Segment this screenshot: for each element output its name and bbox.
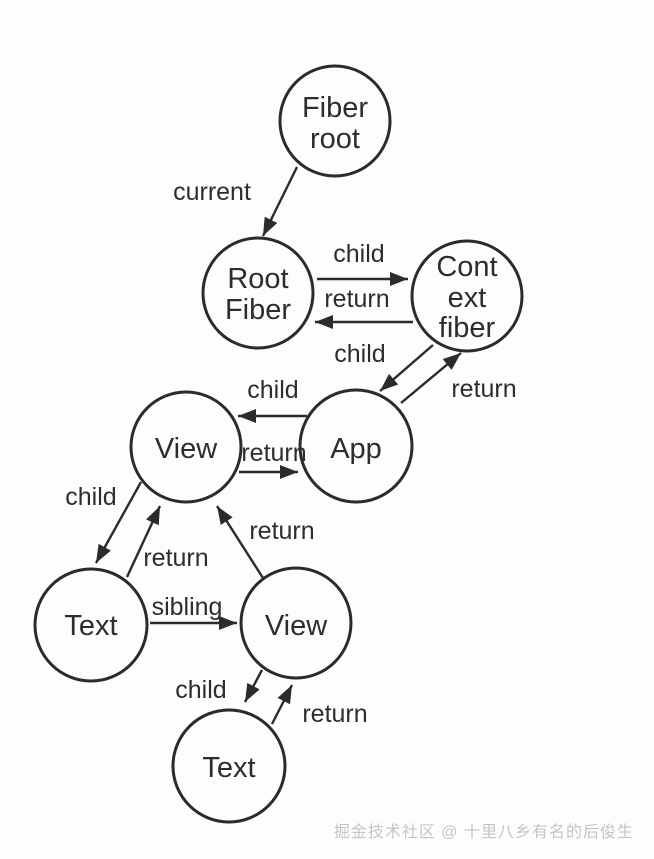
node-label-line: App — [330, 433, 382, 465]
node-label-line: View — [155, 433, 218, 465]
node-label-line: fiber — [439, 312, 496, 344]
edge-current-fiber-root-to-root-fiber: current — [173, 166, 299, 237]
edge-return-context-fiber-to-root-fiber: return — [315, 285, 413, 329]
node-text-1-circle — [33, 567, 149, 683]
node-label-line: Text — [64, 610, 117, 642]
edge-child-view-1-to-text-1: child — [65, 481, 143, 564]
node-label-line: View — [265, 610, 328, 642]
node-label-line: Root — [227, 263, 288, 295]
edge-arrow — [270, 684, 294, 725]
edge-child-app-to-view-1: child — [238, 376, 307, 423]
node-view-2-circle — [239, 566, 353, 680]
edge-return-view-1-to-app: return — [239, 439, 307, 479]
edge-label: return — [143, 544, 208, 572]
edge-label: child — [334, 340, 385, 368]
edge-label: child — [333, 240, 384, 268]
node-label-line: root — [310, 123, 360, 155]
watermark-text: 掘金技术社区 @ 十里八乡有名的后俊生 — [333, 824, 634, 841]
edge-label: current — [173, 178, 251, 206]
edge-child-root-fiber-to-context-fiber: child — [317, 240, 408, 286]
edge-return-app-to-context-fiber: return — [400, 352, 517, 404]
node-app-circle — [298, 388, 414, 504]
edge-return-view-2-to-view-1: return — [215, 505, 315, 579]
node-text-1: Text — [33, 567, 149, 683]
edge-label: child — [175, 676, 226, 704]
node-view-1: View — [129, 390, 243, 504]
node-label-line: Cont — [436, 251, 497, 283]
node-fiber-root-circle — [278, 64, 392, 178]
edge-arrow — [125, 505, 162, 578]
edge-label: return — [249, 517, 314, 545]
edge-arrow — [261, 166, 299, 237]
edge-sibling-text-1-to-view-2: sibling — [150, 593, 237, 630]
edge-label: sibling — [152, 593, 223, 621]
edge-arrow — [243, 669, 264, 703]
edge-child-view-2-to-text-2: child — [175, 669, 264, 704]
node-context-fiber: Cont ext fiber — [410, 239, 524, 353]
node-fiber-root: Fiber root — [278, 64, 392, 178]
edge-arrow — [379, 344, 434, 392]
edge-return-text-2-to-view-2: return — [270, 684, 368, 728]
edge-label: return — [302, 700, 367, 728]
node-context-fiber-circle — [410, 239, 524, 353]
edge-child-context-fiber-to-app: child — [334, 340, 434, 392]
node-label-line: Text — [202, 752, 255, 784]
node-view-1-circle — [129, 390, 243, 504]
edge-label: return — [451, 375, 516, 403]
edge-label: child — [65, 483, 116, 511]
node-label-line: Fiber — [302, 92, 368, 124]
edge-arrow — [94, 481, 143, 564]
edge-label: return — [324, 285, 389, 313]
node-app: App — [298, 388, 414, 504]
node-root-fiber-circle — [201, 236, 315, 350]
edge-label: return — [241, 439, 306, 467]
edge-arrow — [400, 352, 462, 404]
edge-return-text-1-to-view-1: return — [125, 505, 209, 578]
node-view-2: View — [239, 566, 353, 680]
node-label-line: Fiber — [225, 294, 291, 326]
edge-arrow — [215, 505, 265, 579]
node-text-2: Text — [171, 708, 287, 824]
node-text-2-circle — [171, 708, 287, 824]
node-root-fiber: Root Fiber — [201, 236, 315, 350]
edge-label: child — [247, 376, 298, 404]
node-label-line: ext — [448, 282, 487, 314]
